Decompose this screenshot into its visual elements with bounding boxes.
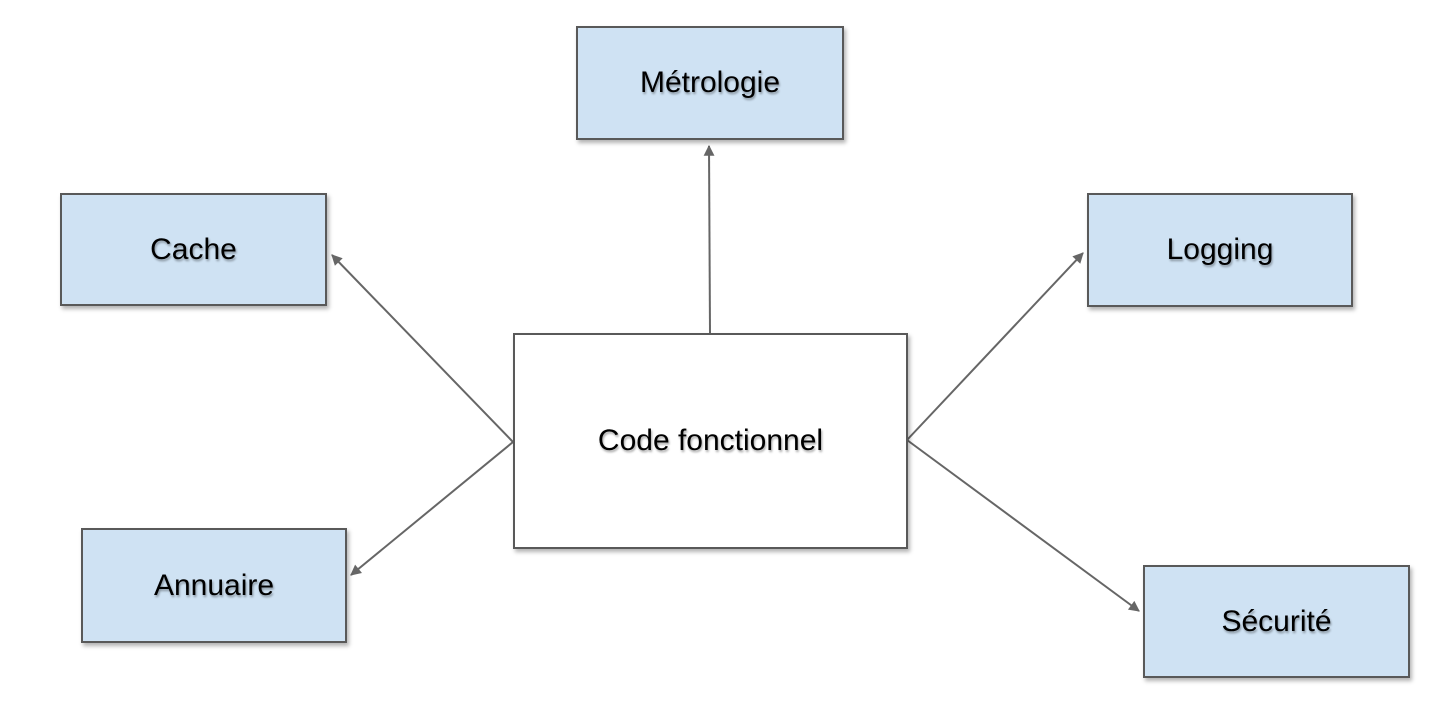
node-code-fonctionnel-label: Code fonctionnel bbox=[597, 424, 824, 457]
node-annuaire-label: Annuaire bbox=[153, 568, 275, 602]
arrow-center-to-metrologie bbox=[703, 144, 715, 334]
node-logging-label: Logging bbox=[1166, 233, 1274, 266]
node-metrologie[interactable]: Métrologie bbox=[576, 26, 844, 140]
node-cache[interactable]: Cache bbox=[60, 193, 327, 306]
node-securite-label: Sécurité bbox=[1221, 604, 1332, 638]
node-annuaire[interactable]: Annuaire bbox=[81, 528, 347, 643]
node-logging[interactable]: Logging bbox=[1087, 193, 1353, 307]
arrow-center-to-annuaire bbox=[350, 441, 514, 576]
node-cache-label: Cache bbox=[150, 232, 237, 266]
node-metrologie-label: Métrologie bbox=[639, 66, 781, 99]
arrow-center-to-cache bbox=[331, 254, 514, 443]
arrow-center-to-logging bbox=[906, 252, 1084, 441]
node-code-fonctionnel[interactable]: Code fonctionnel bbox=[513, 333, 908, 549]
node-securite[interactable]: Sécurité bbox=[1143, 565, 1410, 678]
arrow-center-to-securite bbox=[906, 439, 1140, 612]
